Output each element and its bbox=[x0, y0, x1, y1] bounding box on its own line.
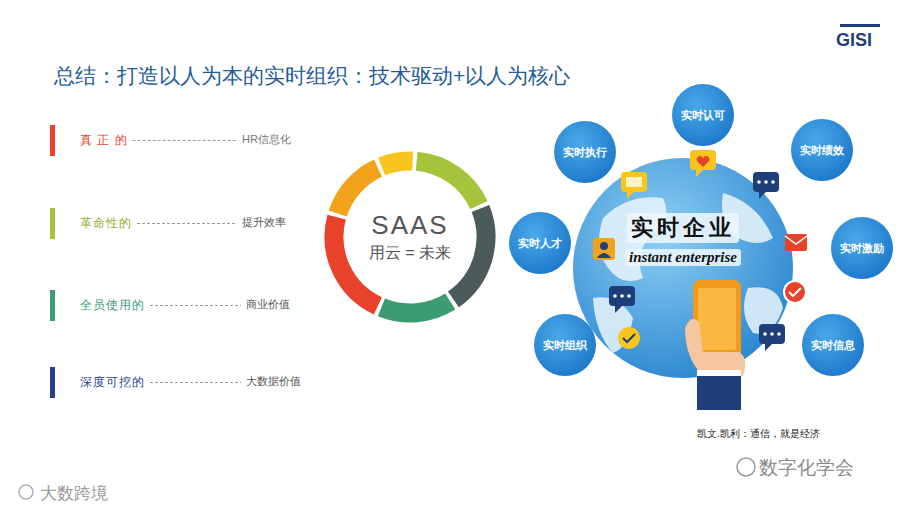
envelope-icon bbox=[785, 234, 807, 251]
dash-leader bbox=[133, 140, 237, 141]
watermark-icon bbox=[19, 485, 33, 499]
chat-bubble bbox=[621, 172, 647, 192]
circle-shape bbox=[791, 119, 853, 181]
circle-label: 实时执行 bbox=[563, 145, 607, 160]
feature-text: 革命性的 bbox=[80, 215, 132, 232]
circle-shape bbox=[509, 212, 571, 274]
feature-text: 深度可挖的 bbox=[80, 374, 145, 391]
slide-title: 总结：打造以人为本的实时组织：技术驱动+以人为核心 bbox=[54, 62, 570, 90]
circle-shape bbox=[554, 121, 616, 183]
check-mark bbox=[789, 288, 801, 296]
ring-subtitle: 用云 = 未来 bbox=[369, 243, 451, 264]
feature-circle: 实时组织 bbox=[534, 314, 596, 376]
chat-screen bbox=[626, 177, 642, 187]
chat-bubble bbox=[759, 324, 785, 344]
ring-title: SAAS bbox=[371, 210, 448, 241]
dot bbox=[770, 332, 774, 336]
dot bbox=[764, 180, 768, 184]
feature-text: 真 正 的 bbox=[80, 132, 128, 149]
dot bbox=[613, 294, 617, 298]
check-icon bbox=[784, 281, 806, 303]
circle-shape bbox=[534, 314, 596, 376]
chat-bubble bbox=[615, 306, 622, 313]
saas-ring: SAAS用云 = 未来 bbox=[324, 151, 496, 323]
dot bbox=[763, 332, 767, 336]
cuff bbox=[697, 370, 741, 376]
chat-bubble bbox=[753, 172, 779, 192]
dash-leader bbox=[150, 305, 241, 306]
user-head bbox=[600, 242, 608, 250]
globe: 实时企业 instant enterprise bbox=[573, 158, 793, 378]
value-text: 大数据价值 bbox=[246, 374, 301, 389]
ring-segment bbox=[309, 136, 511, 338]
watermark: 数字化学会 bbox=[759, 455, 854, 481]
chat-bubble bbox=[609, 286, 635, 306]
user-icon bbox=[593, 238, 615, 260]
quote-caption: 凯文.凯利：通信，就是经济 bbox=[697, 427, 820, 441]
value-text: HR信息化 bbox=[242, 132, 291, 147]
chat-bubble bbox=[759, 192, 766, 199]
phone-screen bbox=[698, 288, 736, 350]
dash-leader bbox=[150, 382, 241, 383]
dot bbox=[620, 294, 624, 298]
circle-shape bbox=[831, 217, 893, 279]
dot bbox=[777, 332, 781, 336]
hand bbox=[685, 319, 745, 376]
chat-bubble bbox=[765, 344, 772, 351]
heart-icon bbox=[697, 156, 710, 167]
circle-label: 实时绩效 bbox=[800, 143, 844, 158]
dot bbox=[757, 180, 761, 184]
feature-circle: 实时信息 bbox=[802, 314, 864, 376]
teal-bar bbox=[50, 290, 55, 321]
green-bar bbox=[50, 208, 55, 239]
globe-subtitle: instant enterprise bbox=[625, 249, 741, 266]
heart-bubble bbox=[696, 170, 703, 177]
watermark: 大数跨境 bbox=[40, 482, 108, 505]
circle-label: 实时认可 bbox=[681, 108, 725, 123]
check-mark bbox=[623, 334, 635, 342]
globe-title: 实时企业 bbox=[627, 213, 739, 243]
user-body bbox=[597, 253, 611, 258]
ring-segment bbox=[305, 132, 514, 341]
circle-label: 实时组织 bbox=[543, 338, 587, 353]
sleeve bbox=[697, 374, 741, 410]
circle-shape bbox=[802, 314, 864, 376]
value-text: 商业价值 bbox=[246, 297, 290, 312]
logo-text: GISI bbox=[836, 30, 872, 51]
feature-circle: 实时认可 bbox=[672, 84, 734, 146]
dash-leader bbox=[137, 223, 237, 224]
feature-text: 全员使用的 bbox=[80, 297, 145, 314]
ring-segment bbox=[311, 138, 509, 336]
value-text: 提升效率 bbox=[242, 215, 286, 230]
chat-bubble bbox=[627, 192, 634, 199]
circle-label: 实时激励 bbox=[840, 241, 884, 256]
envelope-flap bbox=[785, 236, 807, 244]
circle-label: 实时信息 bbox=[811, 338, 855, 353]
circle-label: 实时人才 bbox=[518, 236, 562, 251]
dot bbox=[627, 294, 631, 298]
dot bbox=[771, 180, 775, 184]
check-icon bbox=[618, 327, 640, 349]
heart-bubble bbox=[690, 150, 716, 170]
feature-circle: 实时绩效 bbox=[791, 119, 853, 181]
navy-bar bbox=[50, 367, 55, 398]
feature-circle: 实时执行 bbox=[554, 121, 616, 183]
globe-sphere bbox=[573, 158, 793, 378]
red-bar bbox=[50, 125, 55, 156]
node-shape bbox=[573, 158, 793, 378]
wechat-icon bbox=[737, 458, 755, 476]
feature-circle: 实时人才 bbox=[509, 212, 571, 274]
circle-shape bbox=[672, 84, 734, 146]
feature-circle: 实时激励 bbox=[831, 217, 893, 279]
logo-bar bbox=[840, 24, 880, 27]
